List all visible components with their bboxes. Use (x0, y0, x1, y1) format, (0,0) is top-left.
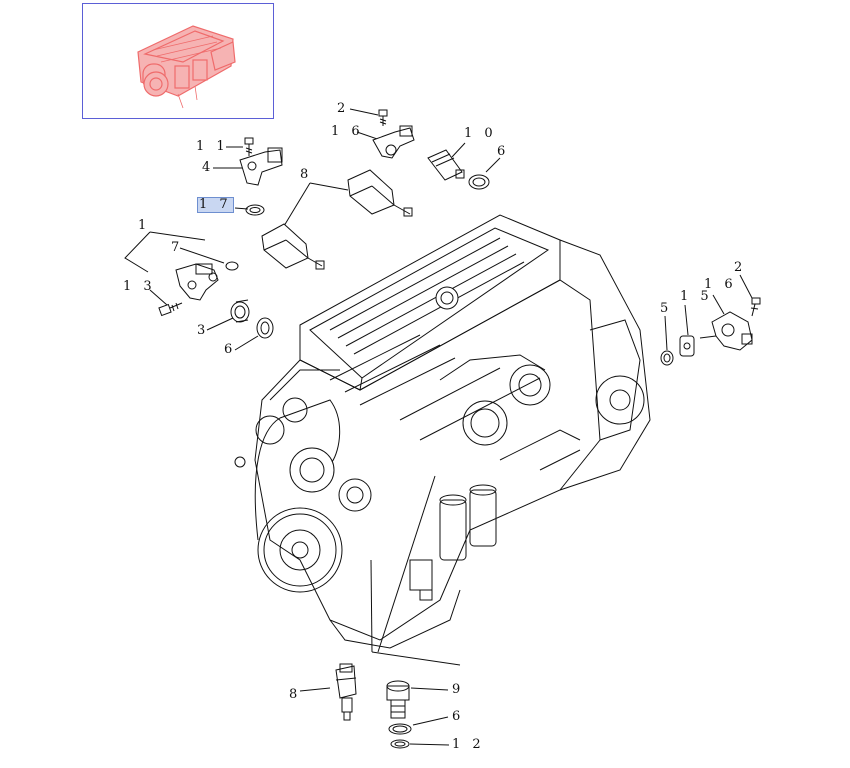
ring-12[interactable] (390, 739, 410, 749)
callout-6-top[interactable]: 6 (497, 144, 510, 159)
sensor-9[interactable] (386, 680, 410, 719)
bolt-11[interactable] (244, 137, 254, 156)
engine-body (234, 214, 651, 649)
callout-4[interactable]: 4 (202, 160, 215, 175)
callout-1[interactable]: 1 (138, 218, 151, 233)
sensor-8-bottom[interactable] (335, 663, 357, 721)
callout-13[interactable]: 1 3 (123, 279, 156, 294)
callout-8-top[interactable]: 8 (300, 167, 313, 182)
bolt-13[interactable] (158, 302, 183, 317)
ring-6-bottom[interactable] (388, 723, 412, 735)
callout-2-right[interactable]: 2 (734, 260, 747, 275)
callout-16-right[interactable]: 1 6 (704, 277, 737, 292)
callout-17[interactable]: 1 7 (197, 197, 234, 213)
callout-10[interactable]: 1 0 (464, 126, 497, 141)
ring-6-left[interactable] (256, 317, 274, 339)
callout-8-bottom[interactable]: 8 (289, 687, 302, 702)
sensor-1[interactable] (175, 263, 219, 301)
sensor-8-top-a[interactable] (347, 169, 413, 217)
ring-5[interactable] (660, 350, 674, 366)
sensor-16-top[interactable] (372, 125, 415, 159)
gasket-15[interactable] (679, 335, 695, 357)
ring-6-top[interactable] (468, 174, 490, 190)
callout-6-left[interactable]: 6 (224, 342, 237, 357)
engine-thumbnail-icon (137, 25, 236, 109)
callout-16-top[interactable]: 1 6 (331, 124, 364, 139)
callout-9[interactable]: 9 (452, 682, 465, 697)
sensor-8-top-b[interactable] (261, 223, 325, 270)
callout-7[interactable]: 7 (171, 240, 184, 255)
sensor-4[interactable] (239, 147, 283, 186)
callout-15[interactable]: 1 5 (680, 289, 713, 304)
callout-3[interactable]: 3 (197, 323, 210, 338)
callout-2-top[interactable]: 2 (337, 101, 350, 116)
callout-12[interactable]: 1 2 (452, 737, 485, 752)
plug-3[interactable] (230, 299, 250, 323)
o-ring-17[interactable] (245, 204, 265, 216)
sensor-16-right[interactable] (699, 311, 753, 351)
leader-lines (124, 108, 753, 746)
bolt-2-top[interactable] (378, 109, 388, 126)
ring-7[interactable] (225, 261, 239, 271)
engine-thumbnail[interactable] (82, 3, 274, 119)
sensor-10[interactable] (427, 149, 465, 181)
callout-6-bottom[interactable]: 6 (452, 709, 465, 724)
callout-11[interactable]: 1 1 (196, 139, 229, 154)
bolt-2-right[interactable] (750, 297, 761, 317)
callout-5[interactable]: 5 (660, 301, 673, 316)
